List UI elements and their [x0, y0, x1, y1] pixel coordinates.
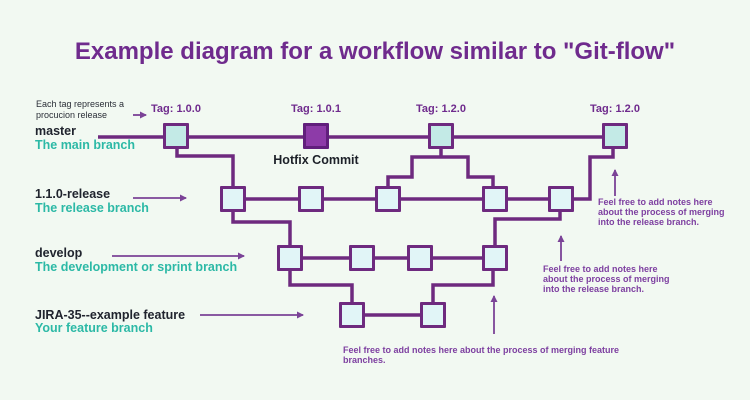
commit-node-release-4 [482, 186, 508, 212]
branch-release-to-develop [231, 208, 292, 248]
lane-desc-feature: Your feature branch [35, 321, 153, 335]
commit-node-develop-3 [407, 245, 433, 271]
commit-node-develop-1 [277, 245, 303, 271]
commit-node-master-hotfix [303, 123, 329, 149]
note-merge-into-release-mid: Feel free to add notes here about the pr… [543, 264, 670, 294]
commit-node-develop-2 [349, 245, 375, 271]
lane-desc-develop: The development or sprint branch [35, 260, 238, 274]
note-merging-feature-branches: Feel free to add notes here about the pr… [343, 345, 620, 365]
note-merge-into-release-top: Feel free to add notes here about the pr… [598, 197, 725, 227]
hotfix-commit-label: Hotfix Commit [273, 153, 359, 167]
annotation-arrows [112, 111, 619, 334]
branch-develop-to-feature [288, 267, 354, 305]
tag-label-1-0-1: Tag: 1.0.1 [291, 103, 341, 115]
tag-annotation-line-2: procucion release [36, 110, 108, 120]
note-line: about the process of merging [543, 274, 670, 284]
commit-node-release-5 [548, 186, 574, 212]
lane-desc-master: The main branch [35, 138, 136, 152]
lane-name-master: master [35, 124, 76, 138]
note-line: about the process of merging [598, 207, 725, 217]
merge-feature-to-develop [431, 267, 495, 305]
commit-node-master-tag-1-2-0-b [602, 123, 628, 149]
tag-label-1-2-0-b: Tag: 1.2.0 [590, 103, 640, 115]
tag-label-1-0-0: Tag: 1.0.0 [151, 103, 201, 115]
release-line-and-merge-to-master [222, 147, 615, 201]
diagram-title: Example diagram for a workflow similar t… [74, 38, 676, 65]
note-line: into the release branch. [543, 284, 645, 294]
tag-annotation-note: Each tag represents a procucion release [36, 99, 124, 121]
tag-label-1-2-0-a: Tag: 1.2.0 [416, 103, 466, 115]
lane-desc-release: The release branch [35, 201, 149, 215]
lane-name-release: 1.1.0-release [35, 187, 111, 201]
note-line: Feel free to add notes here [543, 264, 658, 274]
merge-develop-to-release [493, 208, 562, 248]
lane-name-develop: develop [35, 246, 83, 260]
note-line: into the release branch. [598, 217, 700, 227]
commit-node-feature-2 [420, 302, 446, 328]
merge-release-to-master-fork [386, 145, 495, 190]
branch-master-to-release [175, 145, 235, 190]
commit-node-feature-1 [339, 302, 365, 328]
tag-annotation-line-1: Each tag represents a [36, 99, 125, 109]
commit-node-master-tag-1-2-0-a [428, 123, 454, 149]
commit-node-master-tag-1-0-0 [163, 123, 189, 149]
commit-node-release-1 [220, 186, 246, 212]
note-line: Feel free to add notes here [598, 197, 713, 207]
commit-node-release-2 [298, 186, 324, 212]
lane-name-feature: JIRA-35--example feature [35, 308, 186, 322]
commit-node-develop-4 [482, 245, 508, 271]
branch-lines [98, 135, 615, 317]
commit-node-release-3 [375, 186, 401, 212]
